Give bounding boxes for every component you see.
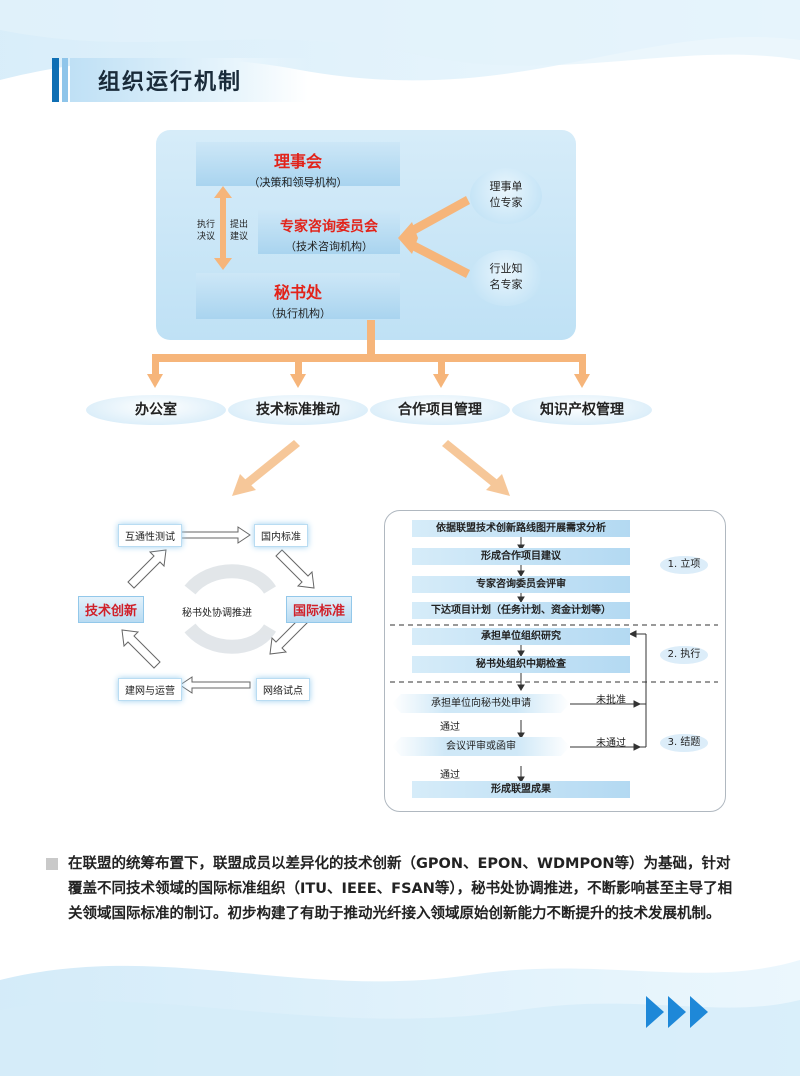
cycle-intl-standard: 国际标准 — [286, 596, 353, 623]
double-arrow-head-up — [214, 186, 232, 198]
next-arrow-1 — [646, 996, 664, 1028]
decision-apply: 承担单位向秘书处申请 — [392, 694, 570, 713]
tree-arrowhead-4 — [574, 374, 590, 388]
expert-committee-box: 专家咨询委员会 （技术咨询机构） — [258, 210, 400, 254]
tree-drop-3 — [438, 358, 445, 376]
diagonal-arrow-left — [242, 440, 300, 488]
next-arrow-3 — [690, 996, 708, 1028]
tree-drop-1 — [152, 358, 159, 376]
step-expert-review: 专家咨询委员会评审 — [412, 576, 630, 593]
flow-arrowhead-4 — [517, 650, 525, 657]
step-organize-research: 承担单位组织研究 — [412, 628, 630, 645]
cycle-domestic-standard: 国内标准 — [254, 524, 308, 547]
secretariat-box: 秘书处 （执行机构） — [196, 273, 400, 320]
not-approved-arrowhead — [633, 700, 642, 708]
next-arrow-2 — [668, 996, 686, 1028]
not-passed-label: 未通过 — [596, 738, 626, 749]
tree-arrowhead-2 — [290, 374, 306, 388]
diagonal-arrow-left-head — [232, 474, 256, 496]
industry-arrow — [408, 240, 470, 278]
cycle-interop-test: 互通性测试 — [118, 524, 182, 547]
member-experts-ellipse: 理事单位专家 — [470, 168, 542, 224]
decision-review: 会议评审或函审 — [392, 737, 570, 756]
loopback-arrowhead — [628, 630, 637, 638]
arrow-interop-to-domestic — [179, 526, 251, 544]
step-issue-plan: 下达项目计划（任务计划、资金计划等） — [412, 602, 630, 619]
industry-arrow-head — [398, 238, 418, 254]
not-passed-arrowhead — [633, 743, 642, 751]
pass-label-2: 通过 — [440, 770, 460, 781]
stage-initiation: 1. 立项 — [660, 556, 708, 574]
arrow-network-to-deploy — [179, 676, 251, 694]
page-title: 组织运行机制 — [98, 70, 243, 95]
title-background — [70, 58, 308, 102]
expert-committee-desc: （技术咨询机构） — [285, 240, 373, 253]
title-accent-bar-light — [62, 58, 68, 102]
double-arrow-head-down — [214, 258, 232, 270]
member-experts-label: 理事单位专家 — [489, 180, 523, 209]
flow-arrowhead-1 — [517, 544, 525, 551]
cycle-tech-innovation: 技术创新 — [78, 596, 145, 623]
diagonal-arrow-right — [442, 440, 500, 488]
dept-office: 办公室 — [86, 395, 226, 425]
double-arrow-shaft — [220, 196, 226, 260]
flow-arrowhead-5 — [517, 684, 525, 691]
center-swirl-top — [184, 564, 276, 595]
cycle-network-trial: 网络试点 — [256, 678, 310, 701]
pass-label-1: 通过 — [440, 722, 460, 733]
tree-arrowhead-3 — [433, 374, 449, 388]
secretariat-name: 秘书处 — [273, 283, 322, 302]
flow-arrowhead-7 — [517, 776, 525, 783]
flow-arrowhead-3 — [517, 596, 525, 603]
secretariat-desc: （执行机构） — [265, 307, 331, 320]
dept-tech-standards: 技术标准推动 — [228, 395, 368, 425]
arrow-domestic-to-intl — [275, 549, 315, 589]
tree-branch — [152, 354, 586, 362]
not-approved-label: 未批准 — [596, 695, 626, 706]
flow-arrowhead-2 — [517, 570, 525, 577]
tree-arrowhead-1 — [147, 374, 163, 388]
arrow-deploy-to-innovation — [121, 629, 161, 669]
center-swirl-bottom — [184, 623, 276, 654]
next-arrows-icon — [646, 996, 708, 1028]
member-arrow-head — [398, 222, 418, 238]
dept-cooperation-projects: 合作项目管理 — [370, 395, 510, 425]
member-arrow — [408, 196, 470, 236]
flow-arrowhead-6 — [517, 732, 525, 739]
org-connectors — [147, 186, 590, 496]
execute-resolution-label: 执行决议 — [196, 220, 215, 242]
council-desc: （决策和领导机构） — [248, 176, 348, 189]
council-box: 理事会 （决策和领导机构） — [196, 142, 400, 189]
tree-trunk — [367, 320, 375, 358]
title-accent-bar — [52, 58, 59, 102]
diagonal-arrow-right-head — [486, 474, 510, 496]
council-name: 理事会 — [273, 152, 322, 171]
expert-committee-name: 专家咨询委员会 — [280, 219, 378, 235]
stage-completion: 3. 结题 — [660, 734, 708, 752]
step-demand-analysis: 依据联盟技术创新路线图开展需求分析 — [412, 520, 630, 537]
step-project-proposal: 形成合作项目建议 — [412, 548, 630, 565]
industry-experts-ellipse: 行业知名专家 — [470, 250, 542, 306]
industry-experts-label: 行业知名专家 — [489, 262, 523, 291]
step-midterm-check: 秘书处组织中期检查 — [412, 656, 630, 673]
cycle-network-deploy: 建网与运营 — [118, 678, 182, 701]
propose-suggestion-label: 提出建议 — [229, 220, 248, 242]
process-connectors — [390, 537, 718, 783]
step-final-result: 形成联盟成果 — [412, 781, 630, 798]
description-paragraph: 在联盟的统筹布置下，联盟成员以差异化的技术创新（GPON、EPON、WDMPON… — [68, 856, 733, 922]
arrow-innovation-to-interop — [127, 549, 167, 589]
paragraph-bullet — [46, 858, 58, 870]
stage-execution: 2. 执行 — [660, 646, 708, 664]
cycle-center-label: 秘书处协调推进 — [182, 608, 252, 619]
tree-drop-4 — [579, 358, 586, 376]
dept-ip-management: 知识产权管理 — [512, 395, 652, 425]
tree-drop-2 — [295, 358, 302, 376]
